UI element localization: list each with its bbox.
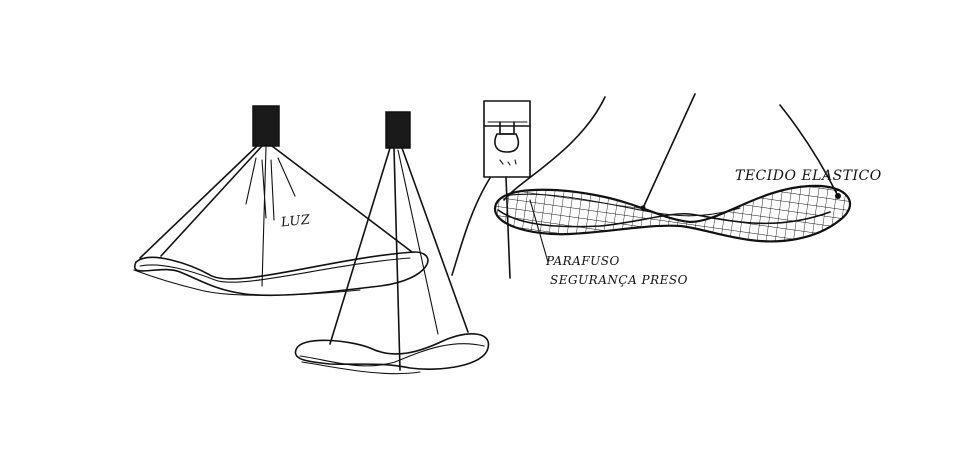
lamp-1-ring [133, 251, 429, 297]
lamp-1-projector [252, 105, 280, 147]
light-label: LUZ [280, 212, 312, 231]
screw-label-line1: PARAFUSO [546, 254, 620, 268]
screw-label-line2: SEGURANÇA PRESO [550, 273, 688, 287]
lamp-2-ring [294, 333, 490, 370]
lamp-2-projector [385, 111, 411, 149]
ceiling-box [483, 100, 531, 279]
lamp-2 [294, 111, 490, 375]
lamp-1 [133, 105, 429, 297]
lamp-3 [493, 184, 851, 263]
lamp-3-mesh [493, 184, 851, 243]
suspension-cables [451, 93, 839, 276]
elastic-fabric-label: TECIDO ELASTICO [735, 168, 882, 184]
